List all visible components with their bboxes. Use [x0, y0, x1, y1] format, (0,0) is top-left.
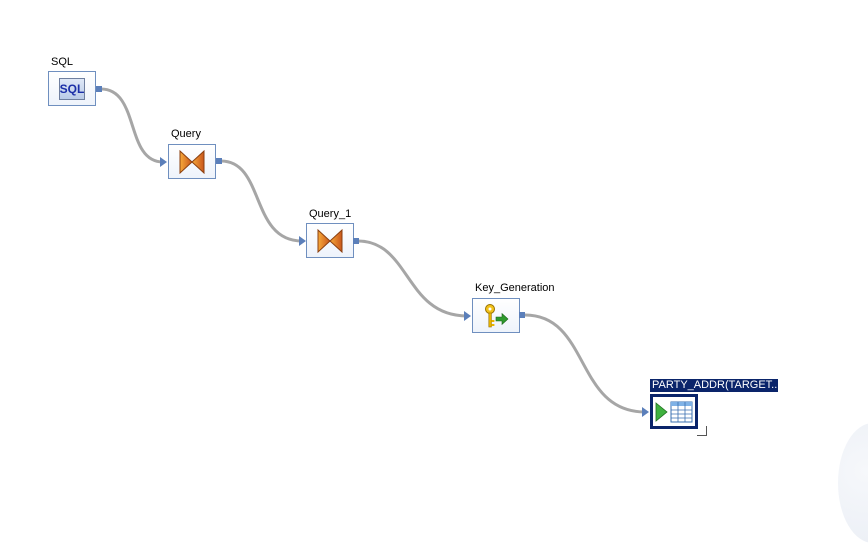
query1-node-label: Query_1 [309, 208, 352, 220]
query-transform-icon [317, 228, 343, 253]
query-node-label: Query [171, 128, 201, 140]
connector-query1-keygen [357, 239, 468, 318]
sql-icon: SQL [59, 77, 85, 100]
target-table-icon [655, 401, 693, 422]
query-node[interactable] [168, 144, 216, 179]
target-table-node[interactable] [650, 394, 698, 429]
connector-layer [100, 87, 646, 414]
connector-sql-query [100, 87, 164, 164]
sql-node[interactable]: SQL [48, 71, 96, 106]
target-node-label: PARTY_ADDR(TARGET... [650, 379, 778, 392]
sql-output-port[interactable] [96, 86, 102, 92]
query-output-port[interactable] [216, 158, 222, 164]
query1-node[interactable] [306, 223, 354, 258]
sql-node-label: SQL [51, 56, 74, 68]
query1-input-port[interactable] [299, 236, 306, 246]
target-input-port[interactable] [642, 407, 649, 417]
query1-output-port[interactable] [353, 238, 359, 244]
sql-icon-text: SQL [59, 81, 85, 96]
key-generation-node[interactable] [472, 298, 520, 333]
key-generation-icon [485, 303, 509, 327]
connector-keygen-target [524, 313, 646, 414]
query-transform-icon [179, 149, 205, 174]
resize-handle[interactable] [697, 426, 707, 436]
keygen-output-port[interactable] [519, 312, 525, 318]
query-input-port[interactable] [160, 157, 167, 167]
keygen-input-port[interactable] [464, 311, 471, 321]
keygen-node-label: Key_Generation [475, 282, 555, 294]
connector-query-query1 [220, 159, 303, 243]
